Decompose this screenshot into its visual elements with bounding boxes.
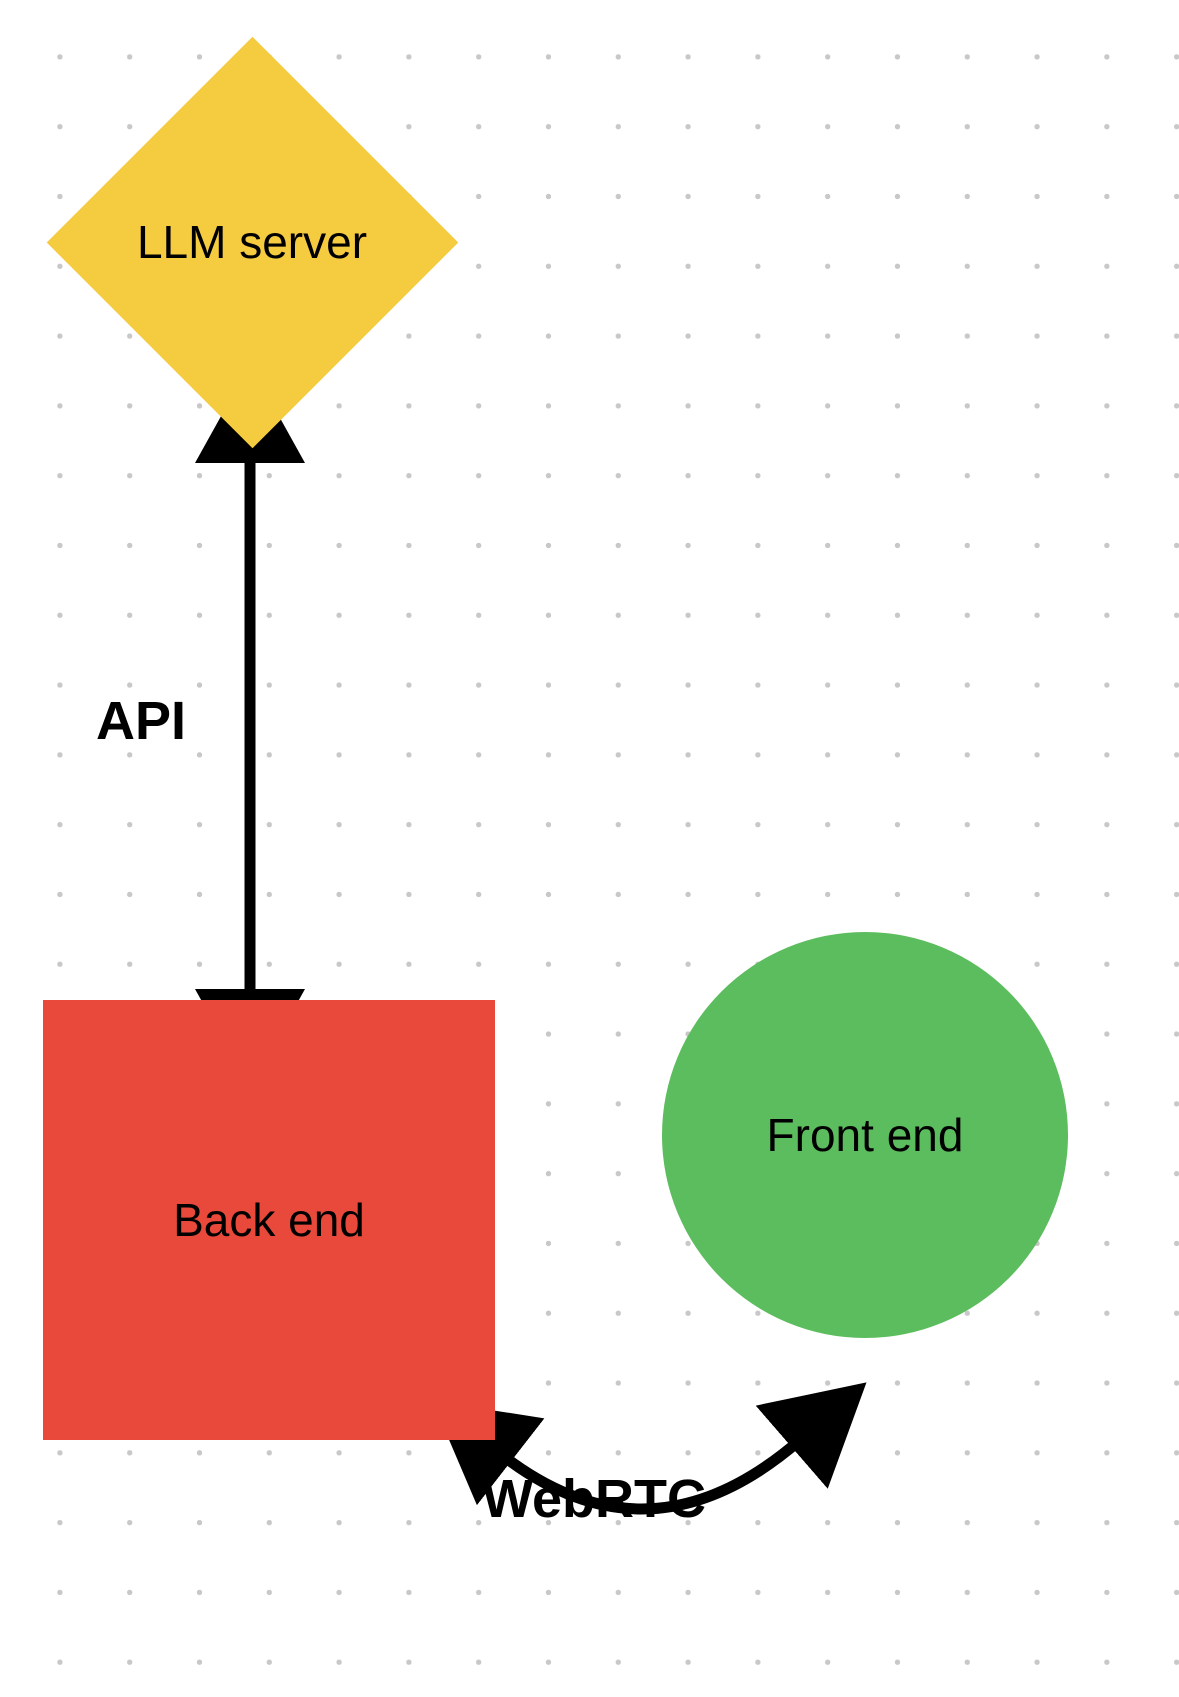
node-llm-server-label: LLM server [136,216,368,268]
edge-label-api: API [96,691,187,751]
node-llm-server[interactable]: LLM server [46,36,458,448]
edge-label-webrtc: WebRTC [482,1469,706,1529]
node-back-end-label: Back end [173,1194,365,1246]
node-front-end-label: Front end [766,1109,964,1161]
node-back-end[interactable]: Back end [43,1000,495,1440]
node-front-end[interactable]: Front end [662,932,1068,1338]
webrtc-connector [432,1382,867,1515]
